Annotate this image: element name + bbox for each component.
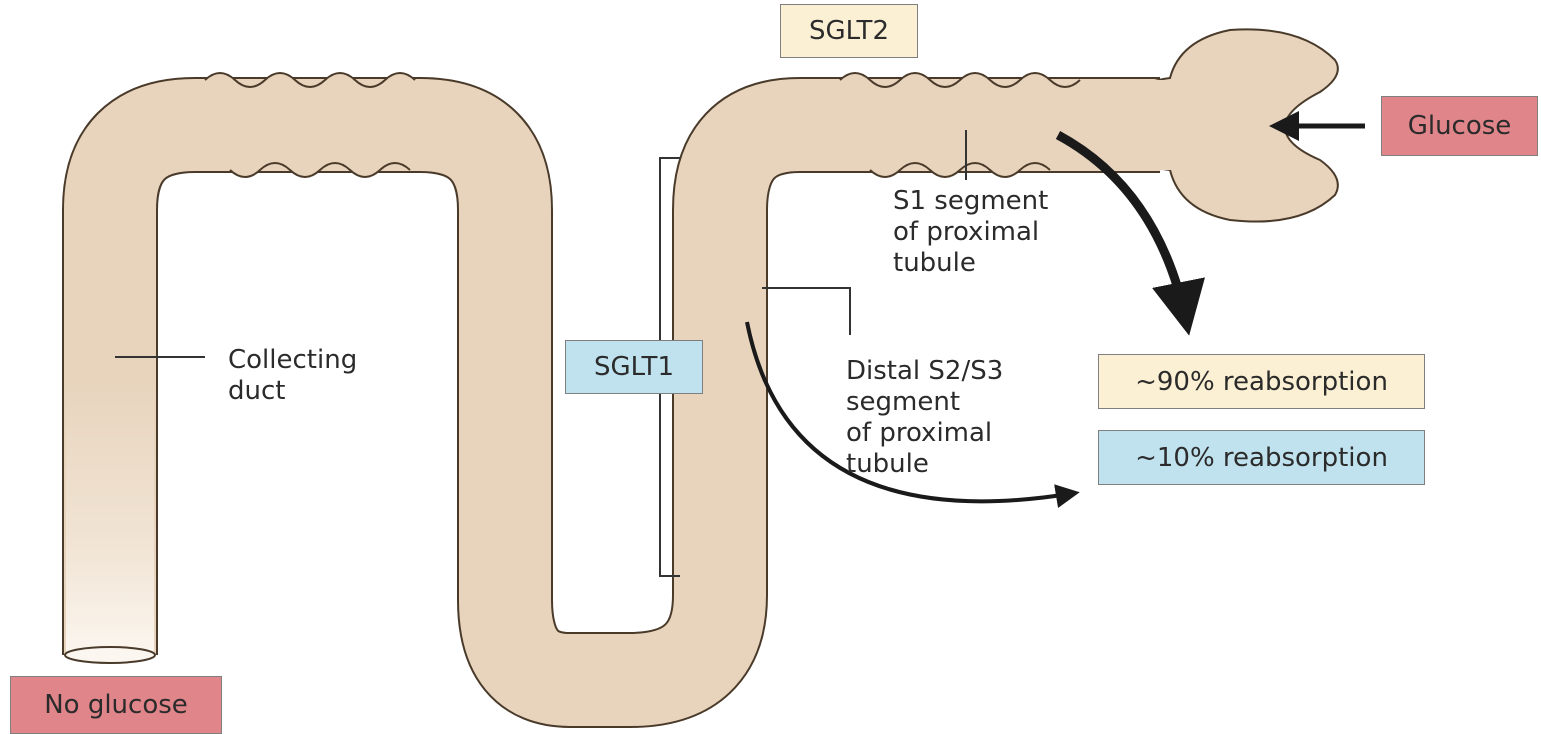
reabsorption-10-label: ~10% reabsorption bbox=[1098, 430, 1425, 485]
glucose-label: Glucose bbox=[1381, 96, 1538, 156]
sglt1-label: SGLT1 bbox=[565, 340, 703, 394]
sglt2-label: SGLT2 bbox=[780, 4, 918, 58]
reabsorption-90-label: ~90% reabsorption bbox=[1098, 354, 1425, 409]
no-glucose-label: No glucose bbox=[10, 676, 222, 734]
s1-segment-label: S1 segment of proximal tubule bbox=[893, 186, 1048, 279]
distal-leader-line bbox=[762, 288, 850, 335]
collecting-duct-label: Collecting duct bbox=[228, 345, 357, 407]
distal-segment-label: Distal S2/S3 segment of proximal tubule bbox=[846, 356, 1003, 480]
